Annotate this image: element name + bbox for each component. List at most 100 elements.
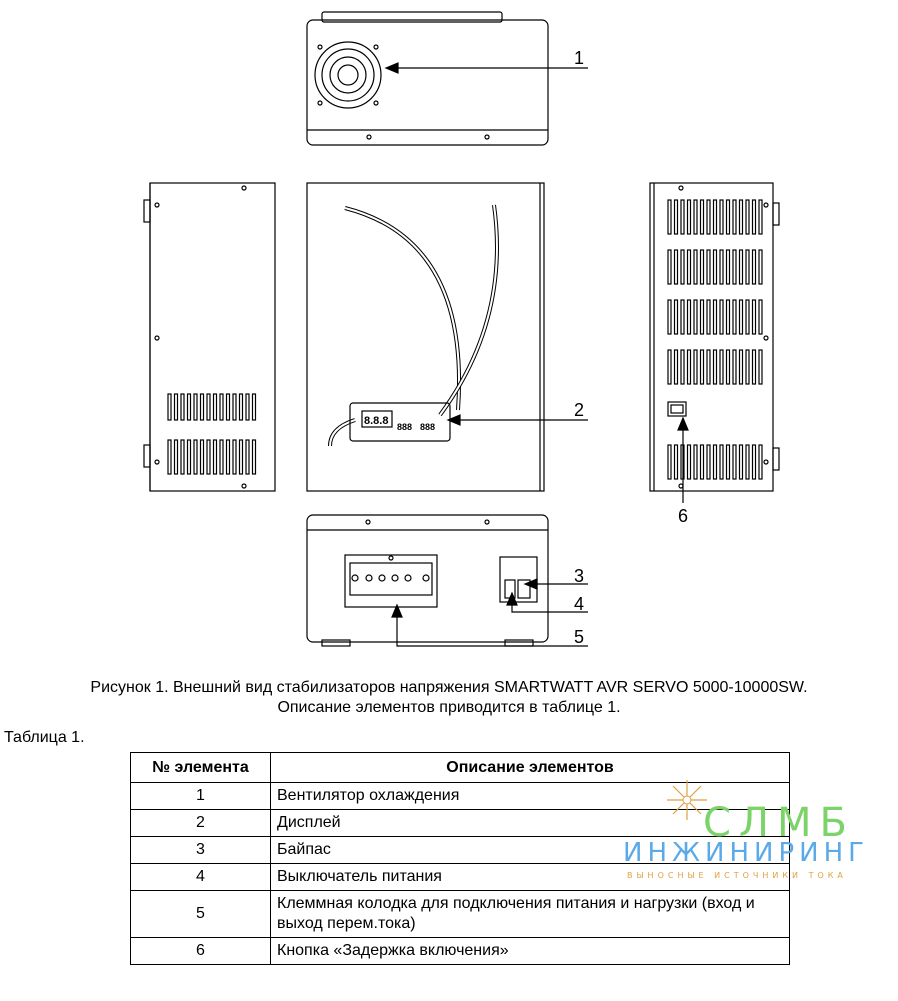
vent-slot: [732, 199, 737, 235]
table-row: 3 Байпас: [130, 836, 790, 864]
table-row: 6 Кнопка «Задержка включения»: [130, 937, 790, 965]
vent-slot: [193, 393, 198, 421]
vent-slot: [167, 393, 172, 421]
vent-slot: [186, 439, 192, 475]
top-view: [306, 11, 549, 146]
vent-slot: [699, 199, 705, 235]
svg-text:5: 5: [574, 627, 584, 647]
table-row: 2 Дисплей: [130, 809, 790, 837]
vent-slot: [725, 199, 731, 235]
callout-1: 1: [384, 48, 588, 74]
row-description: Кнопка «Задержка включения»: [270, 937, 790, 965]
vent-slot: [751, 199, 757, 235]
vent-slot: [706, 349, 711, 385]
vent-slot: [719, 444, 724, 480]
vent-slot: [180, 439, 185, 475]
vent-slot: [693, 444, 698, 480]
vent-slot: [751, 299, 757, 335]
svg-text:4: 4: [574, 594, 584, 614]
vent-slot: [738, 444, 744, 480]
vent-slot: [186, 393, 192, 421]
vent-slot: [706, 299, 711, 335]
row-number: 5: [130, 890, 271, 938]
vent-slot: [251, 439, 257, 475]
star-icon: [667, 780, 707, 820]
device-drawing: 1 8.8.8 888 888 2: [143, 11, 780, 647]
vent-slot: [232, 439, 237, 475]
vent-slot: [686, 299, 692, 335]
vent-slot: [686, 349, 692, 385]
vent-slot: [673, 349, 679, 385]
vent-slot: [173, 439, 179, 475]
table-label: Таблица 1.: [4, 729, 85, 746]
vent-slot: [732, 249, 737, 285]
vent-slot: [712, 349, 718, 385]
vent-slot: [680, 349, 685, 385]
left-side-view: [143, 182, 276, 492]
vent-slot: [699, 249, 705, 285]
row-description: Выключатель питания: [270, 863, 790, 891]
vent-slot: [745, 349, 750, 385]
header-number: № элемента: [130, 752, 271, 783]
callout-5: 5: [391, 603, 588, 647]
vent-slot: [232, 393, 237, 421]
vent-slot: [206, 393, 211, 421]
vent-slot: [225, 393, 231, 421]
vent-slot: [693, 349, 698, 385]
row-number: 3: [130, 836, 271, 864]
vent-slot: [758, 199, 763, 235]
vent-slot: [219, 393, 224, 421]
vent-slot: [745, 249, 750, 285]
vent-slot: [751, 349, 757, 385]
left-vents: [167, 393, 257, 475]
vent-slot: [725, 349, 731, 385]
svg-text:888: 888: [397, 422, 412, 432]
svg-text:3: 3: [574, 566, 584, 586]
vent-slot: [732, 444, 737, 480]
vent-slot: [251, 393, 257, 421]
vent-slot: [225, 439, 231, 475]
vent-slot: [693, 299, 698, 335]
callout-3: 3: [523, 566, 588, 590]
row-number: 4: [130, 863, 271, 891]
table-row: 4 Выключатель питания: [130, 863, 790, 891]
figure-caption-line-2: Описание элементов приводится в таблице …: [277, 699, 621, 716]
callout-6: 6: [677, 416, 689, 526]
vent-slot: [167, 439, 172, 475]
vent-slot: [738, 199, 744, 235]
vent-slot: [745, 199, 750, 235]
front-view: 8.8.8 888 888: [306, 182, 545, 492]
vent-slot: [199, 439, 205, 475]
vent-slot: [706, 249, 711, 285]
vent-slot: [686, 444, 692, 480]
vent-slot: [219, 439, 224, 475]
vent-slot: [712, 249, 718, 285]
vent-slot: [673, 199, 679, 235]
vent-slot: [686, 249, 692, 285]
vent-slot: [173, 393, 179, 421]
vent-slot: [199, 393, 205, 421]
vent-slot: [725, 299, 731, 335]
vent-slot: [758, 444, 763, 480]
table-row: 5 Клеммная колодка для подключения питан…: [130, 890, 790, 938]
row-description: Вентилятор охлаждения: [270, 782, 790, 810]
vent-slot: [745, 299, 750, 335]
watermark-main: СЛМБ: [703, 800, 855, 846]
vent-slot: [699, 444, 705, 480]
callout-2: 2: [446, 400, 588, 426]
svg-text:1: 1: [574, 48, 584, 68]
row-description: Клеммная колодка для подключения питания…: [270, 890, 790, 938]
vent-slot: [238, 393, 244, 421]
vent-slot: [758, 349, 763, 385]
watermark-sub: ИНЖИНИРИНГ: [623, 838, 869, 868]
vent-slot: [193, 439, 198, 475]
row-description: Байпас: [270, 836, 790, 864]
svg-text:6: 6: [678, 506, 688, 526]
vent-slot: [680, 299, 685, 335]
vent-slot: [719, 249, 724, 285]
vent-slot: [673, 444, 679, 480]
vent-slot: [732, 349, 737, 385]
vent-slot: [699, 349, 705, 385]
right-side-view: [649, 182, 780, 492]
vent-slot: [732, 299, 737, 335]
